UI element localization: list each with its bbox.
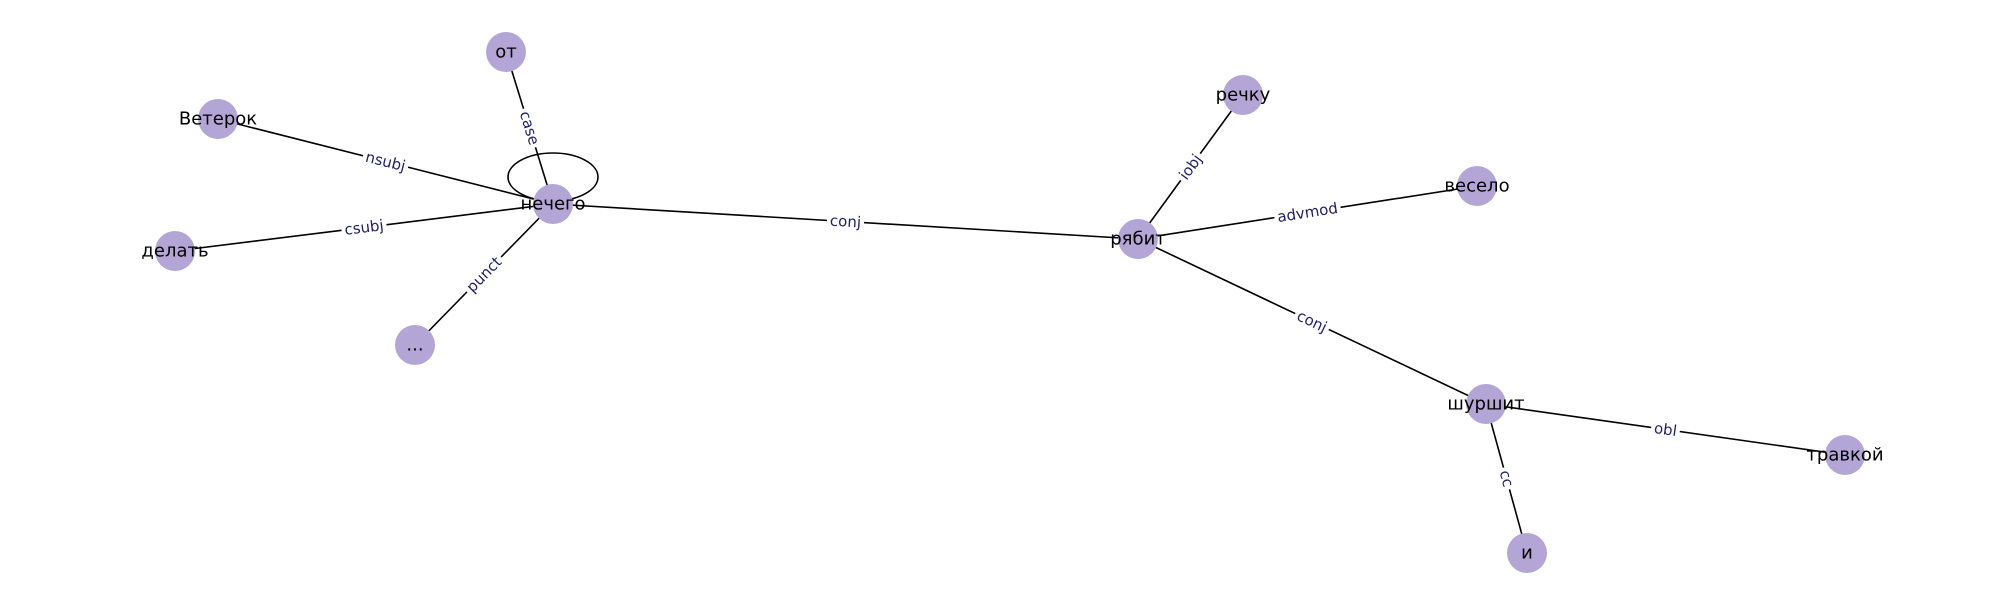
- edges-layer: [174, 51, 1846, 554]
- node-label-veterok: Ветерок: [179, 109, 257, 130]
- node-ryabit: рябит: [1110, 219, 1166, 259]
- edge-label-group-ryabit-shurshit: conj: [1290, 304, 1334, 339]
- edge-label-group-nechego-ot: case: [513, 105, 546, 151]
- edge-label-group-ryabit-rechku: iobj: [1172, 147, 1209, 187]
- edge-label-bg-nechego-ryabit: [826, 210, 865, 233]
- edge-label-group-nechego-ryabit: conj: [826, 210, 865, 233]
- edge-label-nechego-ryabit: conj: [829, 212, 861, 232]
- node-dots: ...: [395, 325, 435, 365]
- edge-label-bg-nechego-veterok: [360, 146, 411, 177]
- edge-labels-layer: case nsubj csubj punct conj iobj advmod conj obl…: [340, 105, 1682, 492]
- node-rechku: речку: [1216, 75, 1271, 115]
- node-label-shurshit: шуршит: [1447, 394, 1524, 415]
- node-i: и: [1507, 533, 1547, 573]
- node-label-ot: от: [495, 42, 517, 63]
- node-circle-ot: [486, 32, 526, 72]
- edge-label-group-ryabit-veselo: advmod: [1272, 197, 1343, 228]
- node-circle-ryabit: [1118, 219, 1158, 259]
- edge-label-shurshit-travkoy: obl: [1653, 419, 1678, 440]
- node-circle-shurshit: [1466, 384, 1506, 424]
- node-circle-veselo: [1457, 166, 1497, 206]
- edge-label-bg-ryabit-rechku: [1172, 147, 1209, 187]
- edge-label-bg-nechego-delat: [340, 214, 388, 241]
- node-label-travkoy: травкой: [1806, 445, 1883, 466]
- edge-label-bg-shurshit-travkoy: [1649, 417, 1682, 442]
- node-veselo: весело: [1444, 166, 1510, 206]
- edge-label-nechego-delat: csubj: [343, 216, 384, 239]
- edge-label-nechego-dots: punct: [463, 253, 506, 296]
- node-ot: от: [486, 32, 526, 72]
- edge-label-group-nechego-delat: csubj: [340, 214, 388, 241]
- node-circle-veterok: [198, 99, 238, 139]
- edge-label-bg-shurshit-i: [1493, 465, 1520, 492]
- node-nechego: нечего: [520, 184, 586, 224]
- node-label-ryabit: рябит: [1110, 229, 1166, 250]
- node-label-i: и: [1521, 543, 1533, 564]
- node-veterok: Ветерок: [179, 99, 257, 139]
- node-circle-dots: [395, 325, 435, 365]
- edge-label-group-shurshit-i: cc: [1493, 465, 1520, 492]
- node-circle-nechego: [533, 184, 573, 224]
- edge-label-group-shurshit-travkoy: obl: [1649, 417, 1682, 442]
- node-circle-i: [1507, 533, 1547, 573]
- node-circle-delat: [155, 231, 195, 271]
- node-delat: делать: [141, 231, 209, 271]
- edge-label-shurshit-i: cc: [1496, 468, 1518, 489]
- node-label-delat: делать: [141, 241, 208, 262]
- node-label-veselo: весело: [1444, 176, 1509, 197]
- edge-label-group-nechego-veterok: nsubj: [360, 146, 411, 177]
- edge-label-bg-ryabit-shurshit: [1290, 304, 1334, 339]
- node-circle-rechku: [1223, 75, 1263, 115]
- node-label-rechku: речку: [1216, 85, 1271, 106]
- node-travkoy: травкой: [1806, 435, 1884, 475]
- edge-label-bg-nechego-dots: [459, 250, 509, 299]
- edge-label-bg-nechego-ot: [513, 105, 546, 151]
- node-label-nechego: нечего: [520, 194, 585, 215]
- node-shurshit: шуршит: [1447, 384, 1525, 424]
- edge-label-bg-ryabit-veselo: [1272, 197, 1343, 228]
- node-circle-travkoy: [1825, 435, 1865, 475]
- edge-label-group-nechego-dots: punct: [459, 250, 509, 299]
- node-label-dots: ...: [406, 335, 423, 356]
